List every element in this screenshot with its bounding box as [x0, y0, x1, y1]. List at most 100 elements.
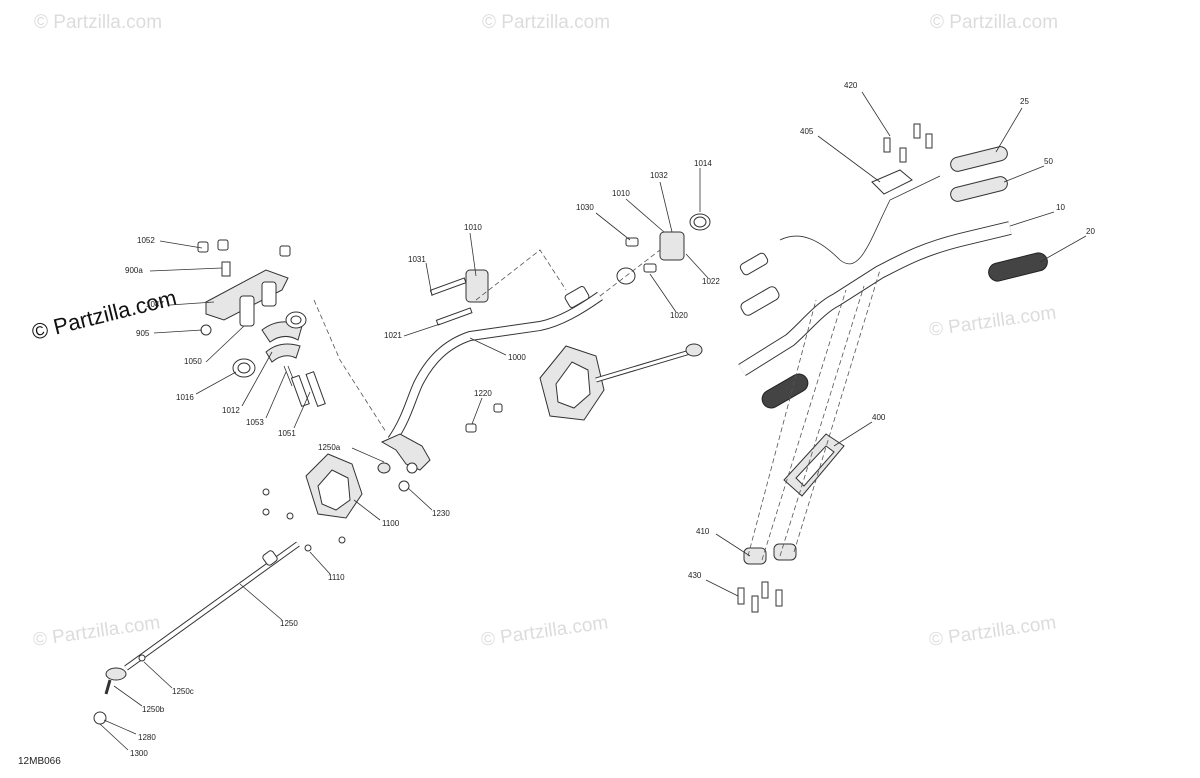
column-clamp — [659, 231, 685, 261]
callout-1032: 1032 — [650, 171, 668, 180]
callout-1031: 1031 — [408, 255, 426, 264]
callout-900a: 900a — [125, 266, 143, 275]
callout-1047: 1047 — [146, 300, 164, 309]
watermark: © Partzilla.com — [928, 612, 1058, 651]
callout-1250b: 1250b — [142, 705, 165, 714]
bolt — [465, 423, 477, 433]
watermark: © Partzilla.com — [928, 302, 1058, 341]
shaft-collar — [262, 550, 278, 566]
callout-1280: 1280 — [138, 733, 156, 742]
callout-1020: 1020 — [670, 311, 688, 320]
tie-rod-end — [105, 667, 127, 681]
column-clamp — [465, 269, 489, 303]
screw — [338, 536, 346, 544]
callout-1250a: 1250a — [318, 443, 341, 452]
screw — [925, 133, 933, 149]
bolt — [751, 595, 759, 613]
watermarks: © Partzilla.com © Partzilla.com © Partzi… — [32, 12, 1058, 651]
bolt — [493, 403, 503, 413]
callout-1010: 1010 — [612, 189, 630, 198]
watermark: © Partzilla.com — [480, 612, 610, 651]
callout-1016: 1016 — [176, 393, 194, 402]
callout-1000: 1000 — [508, 353, 526, 362]
washer — [200, 324, 212, 336]
pin — [221, 261, 231, 277]
diagram-code: 12MB066 — [18, 756, 61, 767]
callout-1030: 1030 — [576, 203, 594, 212]
upper-clamp-group — [197, 239, 387, 433]
rod-end — [685, 343, 703, 357]
bushing — [377, 462, 391, 474]
sleeve — [564, 286, 590, 308]
callout-1010: 1010 — [464, 223, 482, 232]
riser-cap — [773, 543, 797, 561]
lower-clamp — [265, 343, 301, 363]
callout-405: 405 — [800, 127, 814, 136]
bolt — [761, 581, 769, 599]
screw — [883, 137, 891, 153]
callout-1250: 1250 — [280, 619, 298, 628]
nut — [217, 239, 229, 251]
clamp-insert — [239, 295, 255, 327]
callout-1300: 1300 — [130, 749, 148, 758]
screw — [286, 512, 294, 520]
bolt — [737, 587, 745, 605]
callout-420: 420 — [844, 81, 858, 90]
nut — [93, 711, 107, 725]
bolt — [429, 277, 467, 296]
bolt — [775, 589, 783, 607]
leader-lines — [99, 91, 1087, 751]
callout-1250c: 1250c — [172, 687, 194, 696]
pin — [643, 263, 657, 273]
grip-insert — [740, 286, 780, 316]
watermark: © Partzilla.com — [482, 12, 610, 33]
bolt — [290, 374, 310, 408]
callout-25: 25 — [1020, 97, 1029, 106]
bolt — [435, 307, 473, 326]
gear-cover-group — [539, 343, 703, 421]
nut — [197, 241, 209, 253]
lower-shaft-group — [93, 453, 391, 725]
callout-400: 400 — [872, 413, 886, 422]
grip — [761, 373, 809, 409]
callout-1100: 1100 — [382, 519, 400, 528]
watermark: © Partzilla.com — [34, 12, 162, 33]
callout-1053: 1053 — [246, 418, 264, 427]
brand-watermark: © Partzilla.com — [29, 285, 179, 345]
watermark: © Partzilla.com — [32, 612, 162, 651]
callout-1021: 1021 — [384, 331, 402, 340]
steering-column-group — [380, 213, 711, 492]
grip-heater — [950, 176, 1008, 202]
callout-1050: 1050 — [184, 357, 202, 366]
callout-20: 20 — [1086, 227, 1095, 236]
bolt — [305, 371, 326, 408]
callout-1220: 1220 — [474, 389, 492, 398]
washer — [406, 462, 418, 474]
callout-430: 430 — [688, 571, 702, 580]
heater-wire — [779, 175, 941, 265]
callout-1051: 1051 — [278, 429, 296, 438]
callout-410: 410 — [696, 527, 710, 536]
screw — [913, 123, 921, 139]
bolt-head — [279, 245, 291, 257]
callout-labels: 1052 900a 1047 905 1050 1016 1012 1053 1… — [125, 81, 1095, 758]
callout-1052: 1052 — [137, 236, 155, 245]
washer — [398, 480, 410, 492]
pin — [625, 237, 639, 247]
callout-1110: 1110 — [328, 573, 345, 582]
screw — [262, 488, 270, 496]
column-yoke — [380, 433, 431, 471]
watermark: © Partzilla.com — [930, 12, 1058, 33]
callout-10: 10 — [1056, 203, 1065, 212]
screw — [304, 544, 312, 552]
clamp-insert — [261, 281, 277, 307]
callout-50: 50 — [1044, 157, 1053, 166]
grip-heater — [950, 146, 1008, 172]
nut — [138, 654, 146, 662]
callout-905: 905 — [136, 329, 150, 338]
wire-clamp — [871, 169, 913, 195]
riser-group — [737, 269, 881, 613]
riser-cap — [743, 547, 767, 565]
callout-1014: 1014 — [694, 159, 712, 168]
